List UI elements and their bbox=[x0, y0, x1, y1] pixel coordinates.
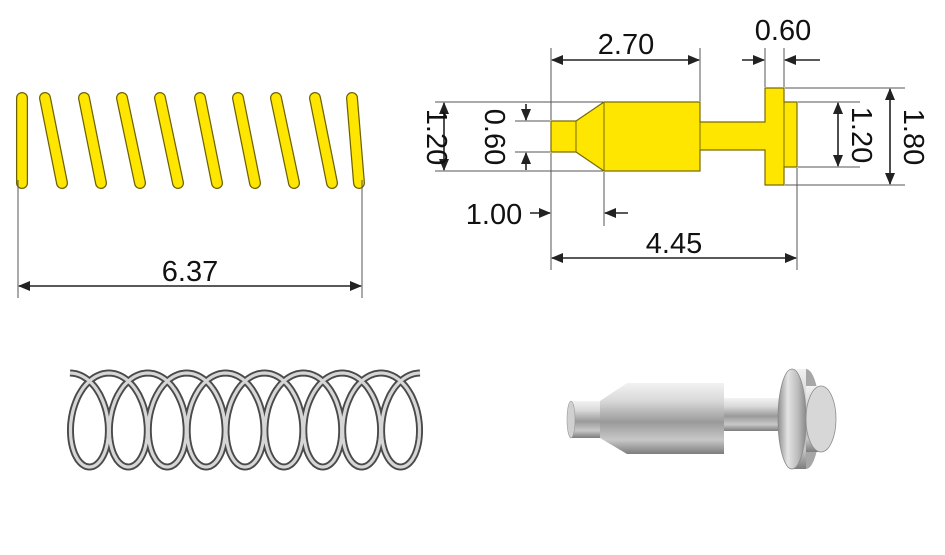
pin-flange-outer-diameter-dimension: 1.80 bbox=[785, 87, 929, 186]
pin-flange-inner-diameter-dimension: 1.20 bbox=[798, 101, 877, 168]
spring-wire bbox=[68, 371, 422, 469]
pin-flange-thickness-label: 0.60 bbox=[755, 15, 811, 47]
spring-coil bbox=[79, 93, 106, 188]
spring-length-label: 6.37 bbox=[162, 256, 218, 288]
pin-render-head-face bbox=[805, 385, 837, 453]
spring-coil bbox=[347, 93, 364, 188]
spring-coil bbox=[117, 93, 145, 188]
pin-side-view bbox=[550, 87, 798, 186]
pin-tip-outer-diameter-dimension: 1.20 bbox=[420, 101, 603, 172]
pin-body-shape bbox=[550, 87, 798, 186]
pin-shank-length-dimension: 2.70 bbox=[550, 29, 701, 120]
spring-coil bbox=[155, 93, 183, 188]
spring-coil bbox=[40, 93, 67, 188]
pin-tip-length-dimension: 1.00 bbox=[466, 153, 628, 270]
pin-total-length-label: 4.45 bbox=[646, 228, 702, 260]
spring-3d-render bbox=[67, 369, 423, 471]
spring-side-view bbox=[16, 92, 365, 189]
pin-flange-thickness-dimension: 0.60 bbox=[742, 15, 820, 87]
spring-coil bbox=[271, 93, 299, 188]
spring-coil bbox=[310, 93, 337, 188]
pin-tip-outer-diameter-label: 1.20 bbox=[420, 109, 452, 165]
pin-tip-length-label: 1.00 bbox=[466, 199, 522, 231]
pin-flange-outer-diameter-label: 1.80 bbox=[897, 109, 929, 165]
spring-length-dimension: 6.37 bbox=[17, 180, 363, 298]
pin-tip-inner-diameter-label: 0.60 bbox=[478, 109, 510, 165]
pin-3d-render bbox=[566, 368, 837, 470]
pin-total-length-dimension: 4.45 bbox=[551, 168, 798, 270]
pin-render-cone bbox=[600, 383, 627, 454]
pin-tip-inner-diameter-dimension: 0.60 bbox=[478, 104, 550, 170]
pin-flange-inner-diameter-label: 1.20 bbox=[845, 107, 877, 163]
pin-render-barrel bbox=[627, 383, 724, 454]
pin-shank-length-label: 2.70 bbox=[598, 29, 654, 61]
spring-coil bbox=[195, 93, 222, 188]
spring-coil bbox=[233, 93, 260, 188]
